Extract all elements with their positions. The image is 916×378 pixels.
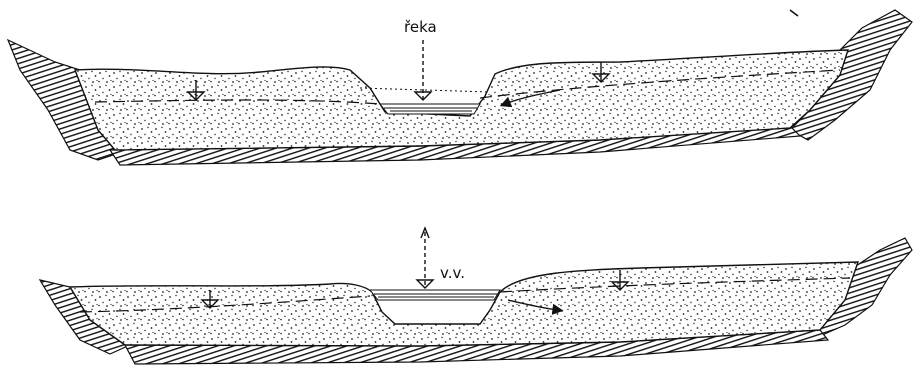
- bottom-level-symbol-river: [417, 228, 433, 288]
- bottom-panel: v.v.: [40, 228, 912, 364]
- top-level-symbol-river: [415, 40, 431, 100]
- top-river-label: řeka: [404, 18, 437, 36]
- top-corner-mark: [790, 10, 798, 16]
- bottom-river-water: [370, 290, 500, 300]
- top-panel: řeka: [8, 10, 912, 165]
- top-river-water: [380, 104, 480, 114]
- bottom-river-label: v.v.: [440, 264, 465, 282]
